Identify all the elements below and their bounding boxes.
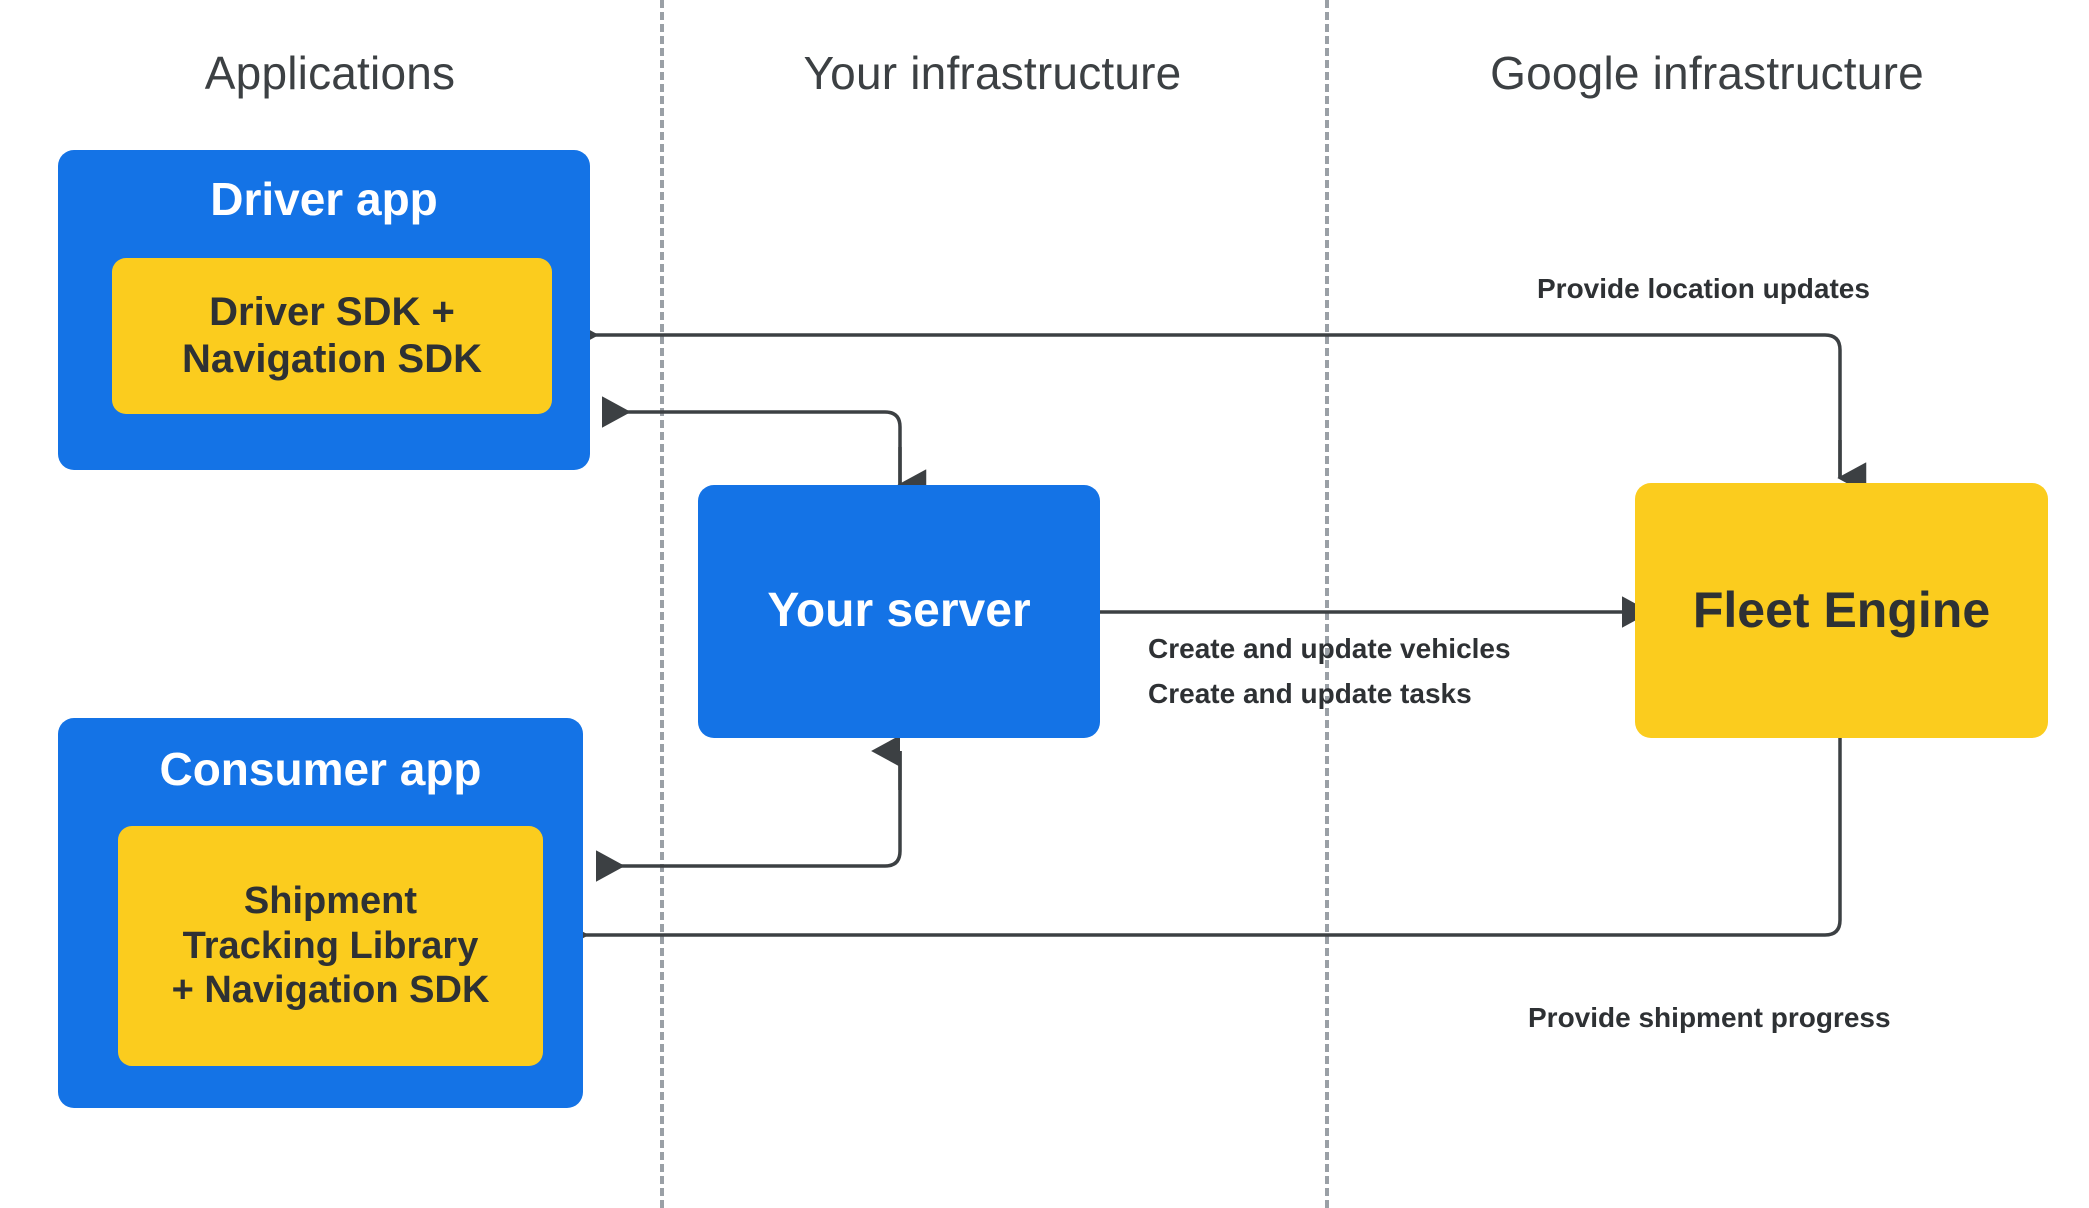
edge-consumer-app-to-your-server [596, 735, 902, 882]
shipment-library-line-3: + Navigation SDK [171, 969, 490, 1012]
driver-app-title: Driver app [210, 173, 438, 225]
driver-sdk-label-group: Driver SDK + Navigation SDK [182, 289, 482, 383]
shipment-library-line-2: Tracking Library [182, 924, 479, 967]
swimlane-divider-right [1325, 0, 1329, 1208]
node-shipment-tracking-library[interactable]: Shipment Tracking Library + Navigation S… [118, 826, 543, 1066]
column-header-google-infrastructure: Google infrastructure [1490, 47, 1924, 99]
node-driver-sdk-navigation-sdk[interactable]: Driver SDK + Navigation SDK [112, 258, 552, 414]
your-server-title: Your server [767, 584, 1031, 638]
edge-fleet-engine-to-shipment-library [560, 738, 1842, 951]
edge-fleet-engine-to-driver-sdk [570, 319, 1867, 494]
shipment-library-label-group: Shipment Tracking Library + Navigation S… [172, 879, 490, 1013]
swimlane-divider-left [660, 0, 664, 1208]
fleet-engine-title: Fleet Engine [1692, 582, 1991, 638]
node-fleet-engine[interactable]: Fleet Engine [1635, 483, 2048, 738]
node-your-server[interactable]: Your server [698, 485, 1100, 738]
edge-label-provide-location-updates: Provide location updates [1537, 273, 1870, 304]
edge-your-server-to-driver-app [602, 396, 927, 501]
column-header-applications: Applications [204, 47, 456, 99]
shipment-library-line-1: Shipment [243, 879, 418, 922]
driver-sdk-line-1: Driver SDK + [209, 289, 455, 334]
edge-label-provide-shipment-progress: Provide shipment progress [1528, 1002, 1891, 1033]
edge-label-create-and-update-vehicles: Create and update vehicles [1148, 633, 1511, 664]
edge-label-create-and-update-tasks: Create and update tasks [1148, 678, 1472, 709]
consumer-app-title: Consumer app [159, 743, 482, 795]
driver-sdk-line-2: Navigation SDK [181, 337, 483, 381]
column-header-your-infrastructure: Your infrastructure [803, 47, 1182, 99]
